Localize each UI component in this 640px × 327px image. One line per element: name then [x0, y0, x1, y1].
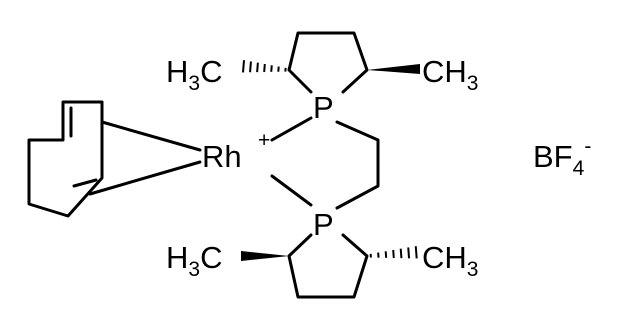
- hash-line: [263, 63, 266, 73]
- solid-wedge-bottom-left: [241, 251, 289, 261]
- hashed-wedge-bottom-right: [369, 246, 418, 259]
- hash-line: [399, 248, 403, 259]
- hash-line: [256, 62, 259, 73]
- rh-phosphorus-bonds: [270, 116, 313, 207]
- hash-line: [407, 247, 411, 259]
- rhodium-atom: Rh: [202, 139, 242, 174]
- top-phospholane-ring: [287, 31, 369, 94]
- bottom-phospholane-ring: [287, 233, 369, 299]
- hash-line: [242, 60, 245, 73]
- ethylene-bridge: [335, 120, 380, 210]
- hash-line: [270, 65, 273, 72]
- phosphorus-atom-top: P: [313, 90, 334, 125]
- hash-line: [249, 61, 252, 73]
- cyclooctadiene-ring: [27, 100, 104, 218]
- tetrafluoroborate-counterion: BF4-: [533, 135, 591, 180]
- methyl-bottom-left: H3C: [166, 240, 222, 281]
- phosphorus-atom-bottom: P: [313, 207, 334, 242]
- cod-double-bond-lower: [72, 178, 98, 188]
- hashed-wedge-top-left: [242, 60, 287, 73]
- methyl-top-left: H3C: [166, 54, 222, 95]
- rhodium-charge: +: [258, 129, 270, 152]
- hash-line: [392, 249, 395, 259]
- hash-line: [414, 246, 418, 259]
- methyl-top-right: CH3: [422, 54, 478, 95]
- solid-wedge-top-right: [367, 64, 420, 74]
- methyl-bottom-right: CH3: [422, 240, 478, 281]
- rh-cod-bonds: [88, 120, 202, 196]
